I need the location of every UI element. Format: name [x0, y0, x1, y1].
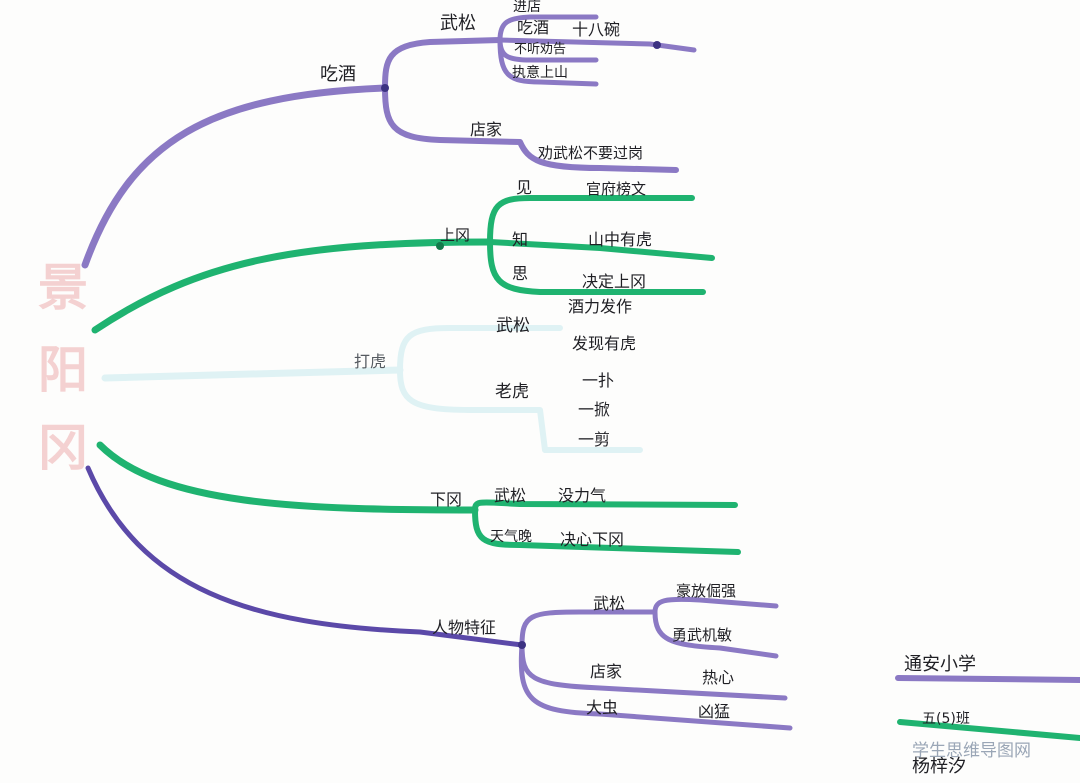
branch-down-line	[96, 441, 479, 514]
up-know-label: 知	[512, 230, 529, 249]
title-char-3: 冈	[38, 419, 88, 477]
author-name: 杨梓汐	[912, 756, 966, 777]
branch-fight-label: 打虎	[354, 352, 387, 371]
drink-wusong-enter	[497, 14, 599, 43]
branch-up-line	[91, 238, 494, 334]
drink-wusong-item-4: 不听劝告	[514, 42, 567, 57]
drink-wusong-item-1: 进店	[513, 0, 541, 15]
up-think-label: 思	[512, 264, 529, 283]
branch-down-label: 下冈	[430, 490, 463, 509]
branch-up-know	[487, 239, 715, 261]
drink-wusong-item-5: 执意上山	[512, 65, 568, 81]
branch-traits-line	[85, 465, 525, 648]
fight-tiger-item-1: 一扑	[582, 371, 615, 390]
traits-wusong-item-1: 豪放倔强	[676, 582, 737, 600]
author-class-underline	[897, 719, 1080, 741]
author-school-underline	[895, 675, 1080, 683]
down-sky-label: 天气晚	[490, 529, 532, 545]
down-wusong-label: 武松	[494, 486, 527, 505]
fight-wusong-item-2: 发现有虎	[572, 334, 637, 353]
drink-shop-item: 劝武松不要过岗	[538, 144, 644, 162]
branch-up-think	[487, 239, 706, 295]
drink-wusong-item-3: 十八碗	[572, 20, 621, 39]
traits-wusong-item-2: 勇武机敏	[672, 626, 733, 644]
fight-tiger-item-3: 一剪	[578, 430, 611, 449]
trait-wusong-1	[652, 596, 779, 615]
branch-drink-shop	[382, 85, 679, 173]
branch-traits-wusong	[519, 609, 658, 648]
traits-shop-label: 店家	[590, 662, 623, 681]
watermark-text: 学生思维导图网	[912, 741, 1031, 761]
fight-tiger-item-2: 一掀	[578, 400, 611, 419]
fight-wusong-item-1: 酒力发作	[568, 297, 633, 316]
trait-wusong-2	[652, 609, 779, 659]
up-know-detail: 山中有虎	[588, 230, 653, 249]
author-school: 通安小学	[904, 654, 976, 675]
drink-wusong-label: 武松	[440, 13, 476, 34]
down-wusong-detail: 没力气	[558, 486, 607, 505]
traits-wusong-label: 武松	[593, 594, 626, 613]
fight-wusong-label: 武松	[496, 316, 530, 336]
drink-wusong-drink	[497, 37, 697, 53]
drink-wusong-item-2: 吃酒	[517, 18, 550, 37]
branch-drink-label: 吃酒	[320, 64, 356, 85]
traits-tiger-label: 大虫	[586, 698, 619, 717]
branch-down-sky	[472, 507, 741, 555]
branch-fight-split2	[397, 367, 643, 453]
branch-traits-tiger	[518, 642, 793, 731]
up-see-detail: 官府榜文	[586, 180, 647, 198]
up-see-label: 见	[516, 178, 533, 197]
branch-fight-line	[101, 366, 404, 382]
branch-drink-line	[81, 84, 389, 269]
branch-fight-split	[397, 325, 563, 373]
branch-up-label: 上冈	[440, 226, 471, 244]
title-char-2: 阳	[38, 341, 88, 399]
branch-drink-split	[382, 37, 503, 91]
up-think-detail: 决定上冈	[582, 272, 647, 291]
branch-up-see	[487, 195, 695, 245]
branch-traits-label: 人物特征	[432, 618, 497, 637]
down-sky-detail: 决心下冈	[560, 530, 625, 549]
author-class: 五(5)班	[922, 711, 970, 727]
traits-tiger-detail: 凶猛	[698, 702, 731, 721]
drink-wusong-insist	[497, 37, 599, 87]
fight-tiger-label: 老虎	[495, 382, 529, 402]
drink-shop-label: 店家	[470, 120, 503, 139]
title-char-1: 景	[38, 259, 88, 317]
traits-shop-detail: 热心	[702, 668, 735, 687]
